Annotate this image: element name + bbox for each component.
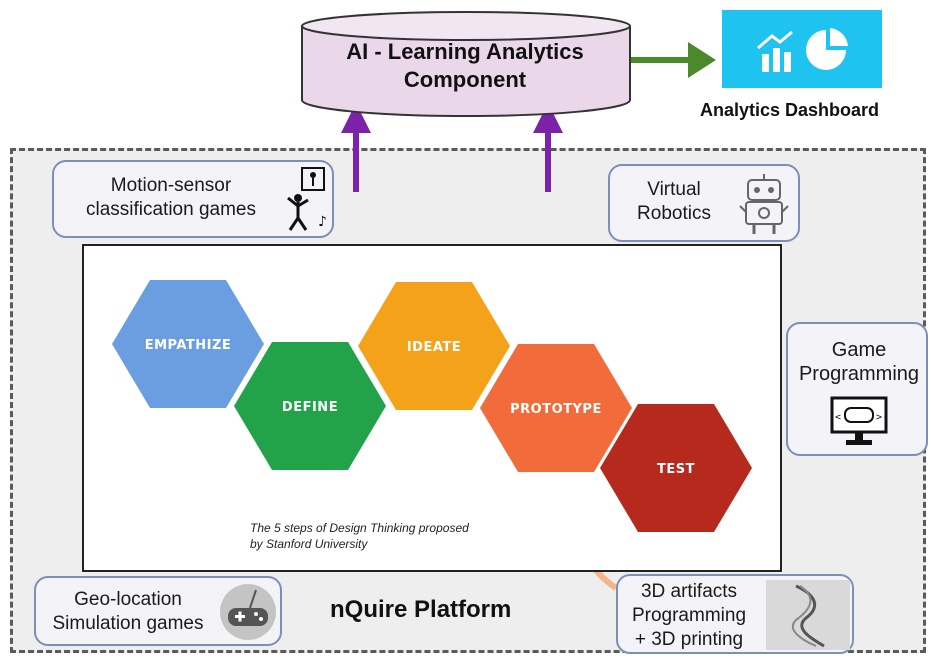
tool-virtual-robotics: Virtual Robotics	[608, 164, 800, 242]
step-hexagon	[234, 342, 386, 470]
svg-text:♪: ♪	[318, 214, 327, 230]
step-label: EMPATHIZE	[145, 338, 232, 353]
analytics-dashboard-label: Analytics Dashboard	[700, 100, 880, 120]
dashboard-arrowhead	[688, 42, 716, 78]
tool-game-programming-label: Game Programming	[798, 339, 920, 385]
step-hexagon	[112, 280, 264, 408]
platform-label: nQuire Platform	[330, 596, 512, 623]
svg-text:>: >	[876, 412, 882, 423]
ai-component-cylinder	[301, 11, 631, 117]
bar-chart-icon	[757, 30, 793, 72]
step-prototype: PROTOTYPE	[480, 344, 632, 472]
step-hexagon	[358, 282, 510, 410]
tool-3d-printing-label: 3D artifacts Programming + 3D printing	[631, 581, 747, 650]
ai-component-label: AI - Learning Analytics Component	[346, 39, 584, 92]
step-empathize: EMPATHIZE	[112, 280, 264, 408]
tool-game-programming: Game Programming < >	[786, 322, 928, 456]
gamepad-icon	[220, 584, 276, 640]
monitor-gamepad-icon: < >	[830, 396, 888, 445]
step-define: DEFINE	[234, 342, 386, 470]
step-label: IDEATE	[407, 340, 461, 355]
step-test: TEST	[600, 404, 752, 532]
design-thinking-caption: The 5 steps of Design Thinking proposed …	[250, 521, 469, 551]
motion-sensor-icon: ♪	[287, 167, 327, 231]
tool-virtual-robotics-label: Virtual Robotics	[637, 179, 711, 224]
tool-motion-sensor-label: Motion-sensor classification games	[85, 175, 257, 220]
step-label: TEST	[657, 462, 695, 477]
analytics-dashboard-tile	[722, 10, 882, 88]
svg-text:<: <	[835, 412, 841, 423]
tool-geo-location-games: Geo-location Simulation games	[34, 576, 282, 646]
pie-chart-icon	[806, 28, 848, 70]
step-label: PROTOTYPE	[510, 402, 602, 417]
tool-geo-location-label: Geo-location Simulation games	[52, 589, 204, 634]
step-label: DEFINE	[282, 400, 338, 415]
tool-motion-sensor-games: Motion-sensor classification games ♪	[52, 160, 334, 238]
step-hexagon	[600, 404, 752, 532]
tool-3d-printing: 3D artifacts Programming + 3D printing	[616, 574, 854, 654]
design-thinking-hexagons: EMPATHIZE DEFINE IDEATE PROTOTYPE TEST	[112, 280, 752, 532]
robot-icon	[739, 174, 789, 234]
step-ideate: IDEATE	[358, 282, 510, 410]
3d-model-icon	[766, 580, 850, 650]
design-thinking-panel: EMPATHIZE DEFINE IDEATE PROTOTYPE TEST	[82, 244, 782, 572]
step-hexagon	[480, 344, 632, 472]
